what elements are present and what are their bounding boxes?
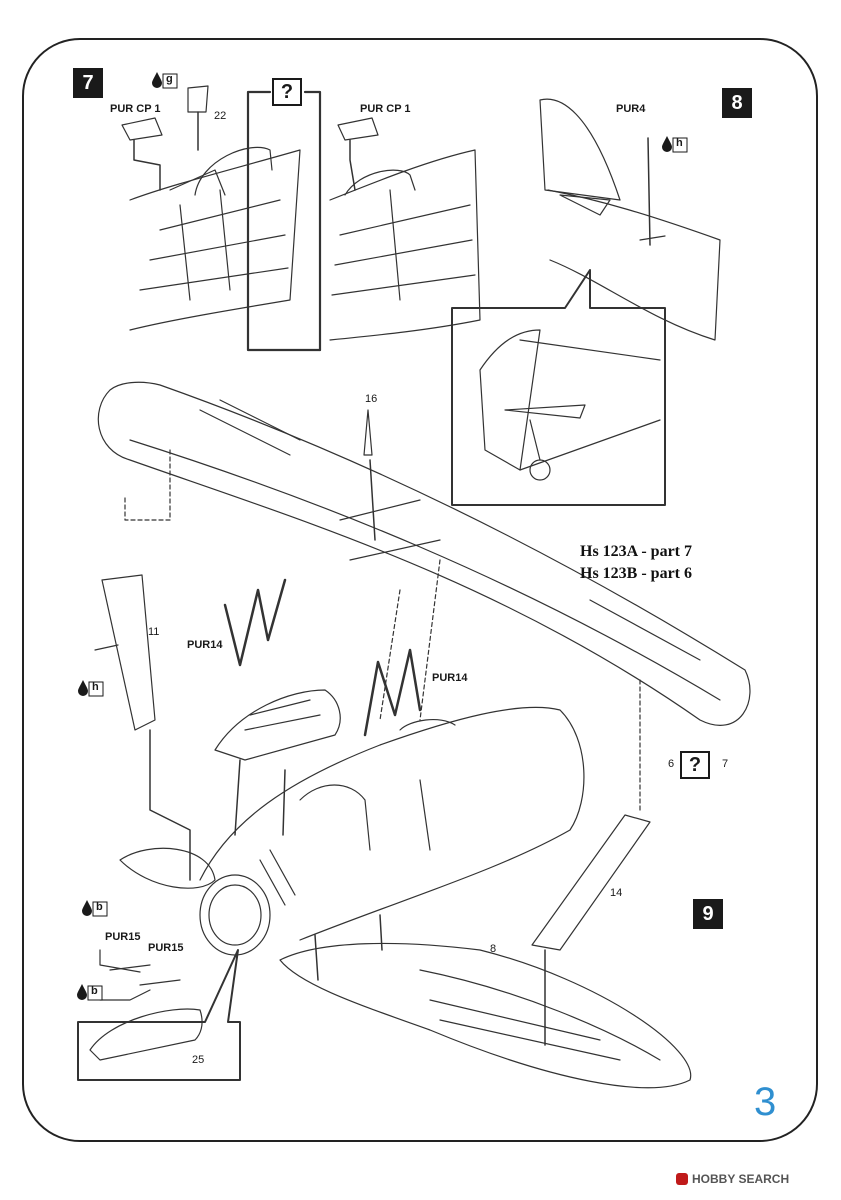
- label-pur4: PUR4: [616, 103, 646, 115]
- page-frame: [22, 38, 818, 1142]
- cabane-strut-right: [363, 648, 422, 737]
- page-number: 3: [754, 1080, 777, 1124]
- glue-code: h: [676, 137, 683, 149]
- glue-code: b: [96, 901, 103, 913]
- gear-strut-14-drawing: [531, 814, 651, 1046]
- step7-right-fuselage-drawing: [329, 117, 481, 341]
- question-mark-box-wing: ?: [680, 751, 710, 779]
- lower-wing-drawing: [119, 847, 692, 1089]
- glue-marker-h-tail: h: [660, 134, 690, 154]
- paint-drop-icon: [152, 72, 178, 89]
- part-22-number: 22: [214, 110, 227, 122]
- paint-drop-icon: [78, 680, 104, 697]
- upper-wing-drawing: [97, 381, 751, 726]
- step-9-number: 9: [693, 899, 723, 929]
- glue-marker-g: g: [150, 70, 180, 90]
- part-6-number: 6: [668, 758, 675, 770]
- part-8-number: 8: [490, 943, 497, 955]
- label-pur15-b: PUR15: [148, 942, 184, 954]
- cowl-panel-drawing: [214, 689, 341, 761]
- part-11-number: 11: [148, 626, 160, 638]
- variant-note-b: Hs 123B - part 6: [580, 565, 692, 582]
- fuselage-main-drawing: [199, 706, 585, 956]
- step-8-number: 8: [722, 88, 752, 118]
- part-25-detail-box: [77, 949, 241, 1081]
- paint-drop-icon: [77, 984, 103, 1001]
- footer-watermark: HOBBY SEARCH: [676, 1172, 789, 1186]
- glue-marker-b-upper: b: [80, 898, 110, 918]
- hobby-search-logo-icon: [676, 1173, 688, 1185]
- glue-code: g: [166, 73, 173, 85]
- strut-11-drawing: [94, 574, 191, 881]
- alternative-bracket: [303, 90, 322, 352]
- strut-16-drawing: [363, 409, 373, 456]
- footer-text: HOBBY SEARCH: [692, 1172, 790, 1186]
- glue-marker-h-strut: h: [76, 678, 106, 698]
- step-7-number: 7: [73, 68, 103, 98]
- cabane-strut-left: [223, 578, 287, 667]
- label-pur14-right: PUR14: [432, 672, 468, 684]
- label-pur15-a: PUR15: [105, 931, 141, 943]
- label-pur-cp1-left: PUR CP 1: [110, 103, 161, 115]
- label-pur14-left: PUR14: [187, 639, 223, 651]
- glue-code: b: [91, 985, 98, 997]
- part-25-number: 25: [192, 1054, 205, 1066]
- question-mark-box-top: ?: [272, 78, 302, 106]
- part-16-number: 16: [365, 393, 378, 405]
- variant-note-a: Hs 123A - part 7: [580, 543, 692, 560]
- label-pur-cp1-right: PUR CP 1: [360, 103, 411, 115]
- paint-drop-icon: [662, 136, 688, 153]
- step7-left-fuselage-drawing: [121, 85, 301, 331]
- glue-marker-b-lower: b: [75, 982, 105, 1002]
- step8-tail-drawing: [539, 98, 721, 341]
- tail-detail-callout: [451, 269, 666, 506]
- glue-code: h: [92, 681, 99, 693]
- part-7-number: 7: [722, 758, 729, 770]
- part-14-number: 14: [610, 887, 623, 899]
- paint-drop-icon: [82, 900, 108, 917]
